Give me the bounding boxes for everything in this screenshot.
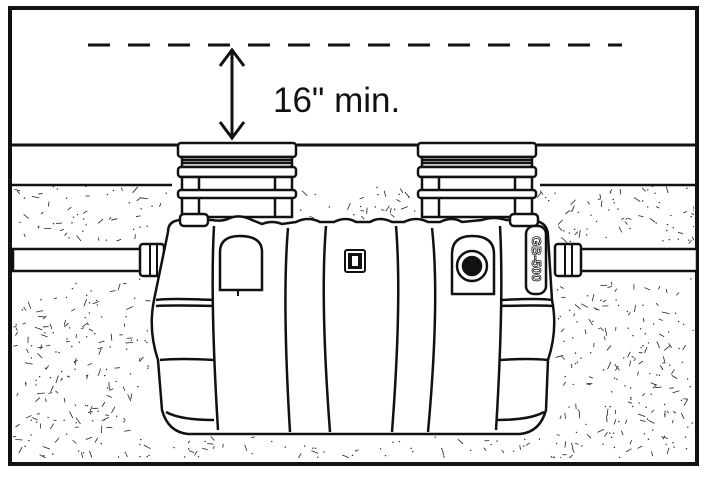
- inlet-pipe: [11, 242, 166, 278]
- riser-left: [176, 141, 298, 219]
- outlet-pipe: [553, 242, 699, 278]
- clearance-label: 16" min.: [273, 81, 400, 120]
- tank-model-label: GB-500: [529, 236, 544, 282]
- septic-tank: [150, 212, 556, 436]
- riser-right: [416, 141, 538, 219]
- clearance-arrow: [218, 47, 246, 141]
- ground-surface: [12, 143, 696, 187]
